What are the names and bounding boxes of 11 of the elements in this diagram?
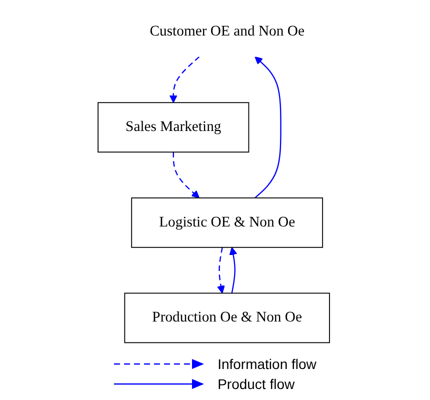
node-box: Production Oe & Non Oe bbox=[124, 292, 330, 344]
node-text: Customer OE and Non Oe bbox=[150, 24, 304, 40]
node-box: Sales Marketing bbox=[98, 102, 250, 153]
arrow bbox=[254, 56, 282, 198]
arrow bbox=[216, 247, 225, 294]
legend-text: Product flow bbox=[218, 376, 295, 392]
arrow bbox=[172, 152, 200, 198]
arrow bbox=[169, 56, 200, 103]
arrow bbox=[229, 247, 238, 294]
legend-text: Information flow bbox=[218, 356, 316, 372]
node-box: Logistic OE & Non Oe bbox=[131, 197, 324, 248]
